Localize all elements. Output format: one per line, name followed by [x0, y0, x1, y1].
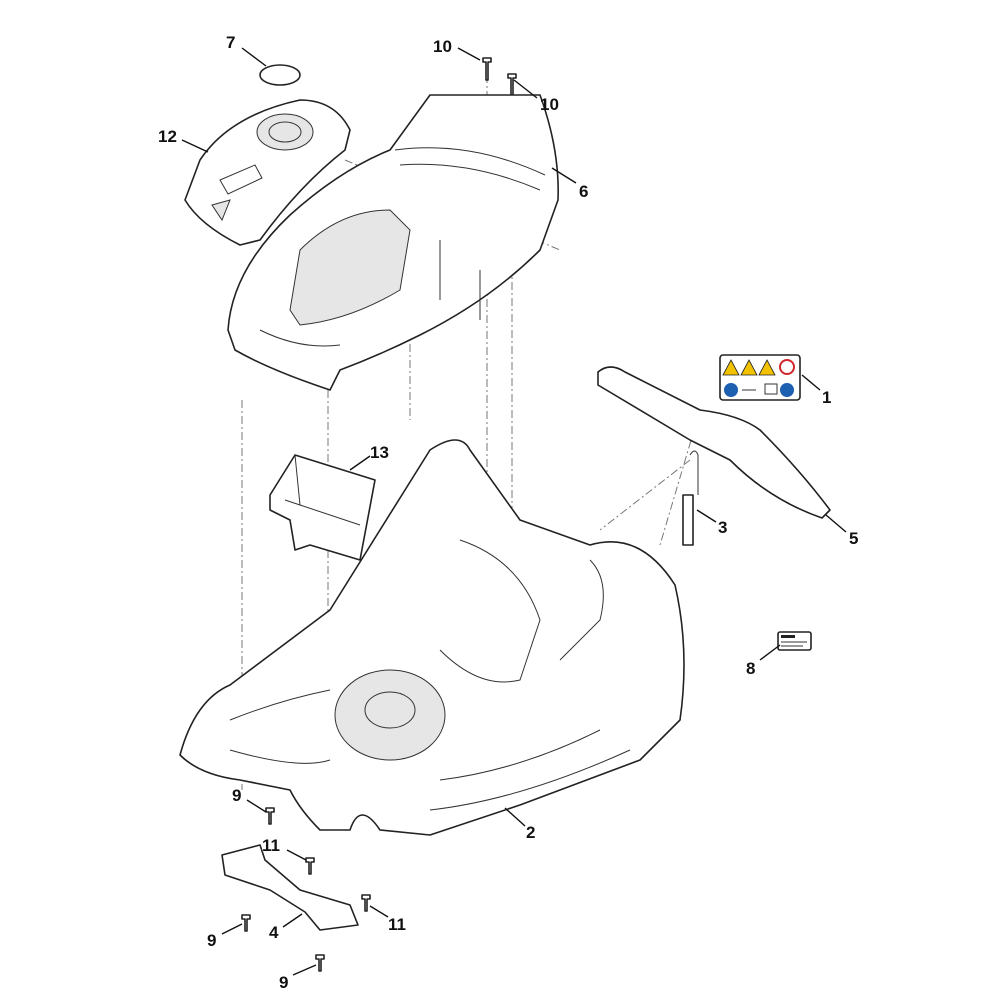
callout-11: 11 — [388, 915, 406, 934]
screws-top — [482, 57, 517, 97]
callout-9: 9 — [207, 931, 216, 950]
mandatory-icon — [724, 383, 738, 397]
spring-part — [682, 450, 699, 546]
callout-5: 5 — [849, 529, 858, 548]
callout-10: 10 — [433, 37, 452, 56]
callout-7: 7 — [226, 33, 235, 52]
callout-9: 9 — [279, 973, 288, 992]
callout-12: 12 — [158, 127, 177, 146]
prohibited-icon — [779, 359, 795, 375]
upper-housing-part — [227, 94, 559, 391]
callout-11: 11 — [262, 836, 280, 855]
bracket-part — [221, 844, 359, 931]
cover-part — [184, 99, 351, 246]
callout-6: 6 — [579, 182, 588, 201]
battery-compartment-part — [269, 454, 376, 561]
leader-lines — [181, 47, 847, 976]
callout-3: 3 — [718, 518, 727, 537]
callout-4: 4 — [269, 923, 279, 942]
warning-label-sticker-part — [719, 354, 801, 401]
callout-9: 9 — [232, 786, 241, 805]
rear-flap-part — [597, 366, 831, 519]
callout-1: 1 — [822, 388, 831, 407]
callout-10: 10 — [540, 95, 559, 114]
nameplate-part — [777, 631, 812, 651]
mandatory-icon — [780, 383, 794, 397]
callout-2: 2 — [526, 823, 535, 842]
screws-bottom — [241, 807, 371, 972]
callout-8: 8 — [746, 659, 755, 678]
seal-ring-part — [259, 64, 301, 86]
callouts: 7 10 10 12 6 1 13 3 5 8 2 9 11 11 9 4 9 — [158, 33, 858, 992]
lower-housing-part — [179, 439, 685, 836]
callout-13: 13 — [370, 443, 389, 462]
warning-icon — [722, 359, 776, 376]
